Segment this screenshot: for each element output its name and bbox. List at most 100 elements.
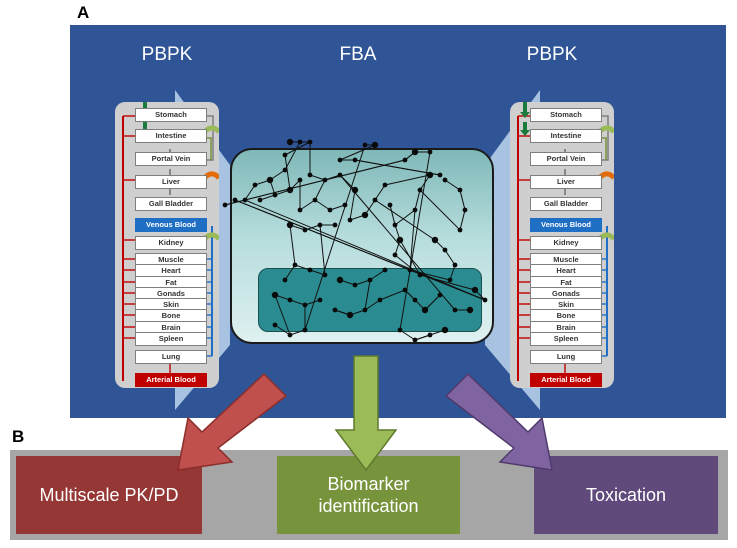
network-node bbox=[352, 157, 358, 163]
network-node bbox=[426, 171, 434, 179]
network-node bbox=[312, 197, 318, 203]
network-edge bbox=[399, 329, 416, 341]
network-node bbox=[302, 327, 308, 333]
network-node bbox=[242, 197, 248, 203]
network-node bbox=[282, 167, 288, 173]
network-edge bbox=[449, 264, 456, 281]
network-node bbox=[392, 252, 398, 258]
organ-spleen-right: Spleen bbox=[530, 332, 602, 346]
network-node bbox=[332, 222, 338, 228]
network-edge bbox=[319, 224, 326, 276]
network-node bbox=[302, 302, 308, 308]
network-node bbox=[322, 177, 328, 183]
network-edge bbox=[364, 279, 371, 311]
network-edge bbox=[444, 179, 461, 191]
organ-venous-blood-right: Venous Blood bbox=[530, 218, 602, 232]
network-node bbox=[287, 297, 293, 303]
network-node bbox=[372, 197, 378, 203]
network-node bbox=[347, 217, 353, 223]
network-node bbox=[286, 221, 294, 229]
network-edge bbox=[284, 141, 301, 171]
network-edge bbox=[354, 279, 371, 286]
network-node bbox=[466, 306, 474, 314]
output-toxication-label: Toxication bbox=[585, 484, 667, 505]
network-node bbox=[427, 149, 433, 155]
output-pkpd-label: Multiscale PK/PD bbox=[39, 484, 179, 505]
network-node bbox=[286, 186, 294, 194]
organ-venous-blood-left: Venous Blood bbox=[135, 218, 207, 232]
network-node bbox=[351, 186, 359, 194]
network-edge bbox=[289, 299, 306, 306]
organ-stomach-right: Stomach bbox=[530, 108, 602, 122]
network-node bbox=[412, 337, 418, 343]
network-edge bbox=[384, 174, 431, 186]
network-edge bbox=[414, 189, 421, 211]
organ-lung-right: Lung bbox=[530, 350, 602, 364]
organ-liver-left: Liver bbox=[135, 175, 207, 189]
network-edge bbox=[399, 151, 431, 331]
network-edge bbox=[284, 141, 311, 156]
organ-intestine-right: Intestine bbox=[530, 129, 602, 143]
network-node bbox=[402, 157, 408, 163]
network-node bbox=[272, 322, 278, 328]
organ-stomach-left: Stomach bbox=[135, 108, 207, 122]
header-pbpk-right: PBPK bbox=[526, 44, 578, 65]
network-node bbox=[307, 172, 313, 178]
organ-gall-bladder-right: Gall Bladder bbox=[530, 197, 602, 211]
network-edge bbox=[349, 189, 356, 221]
network-node bbox=[272, 192, 278, 198]
network-edge bbox=[289, 224, 296, 266]
network-node bbox=[322, 272, 328, 278]
arrow-to-biomarker bbox=[334, 355, 398, 472]
network-node bbox=[407, 267, 413, 273]
organ-liver-right: Liver bbox=[530, 175, 602, 189]
network-edge bbox=[374, 184, 386, 201]
network-node bbox=[327, 207, 333, 213]
network-node bbox=[482, 297, 488, 303]
network-node bbox=[431, 236, 439, 244]
network-edge bbox=[224, 159, 406, 206]
network-edge bbox=[309, 174, 326, 181]
network-edge bbox=[274, 324, 291, 336]
pbpk-model-left: Stomach Intestine Portal Vein Liver Gall… bbox=[115, 102, 219, 388]
network-node bbox=[271, 291, 279, 299]
network-edge bbox=[289, 329, 306, 336]
output-biomarker-line2: identification bbox=[318, 496, 419, 516]
network-edge bbox=[284, 264, 296, 281]
output-biomarker-line1: Biomarker bbox=[327, 473, 410, 494]
network-node bbox=[361, 211, 369, 219]
network-node bbox=[371, 141, 379, 149]
network-node bbox=[427, 332, 433, 338]
network-edge bbox=[364, 299, 381, 311]
network-edge bbox=[459, 189, 466, 211]
network-node bbox=[382, 182, 388, 188]
network-node bbox=[457, 227, 463, 233]
organ-spleen-left: Spleen bbox=[135, 332, 207, 346]
network-node bbox=[302, 227, 308, 233]
arrow-to-toxication bbox=[444, 372, 553, 471]
network-edge bbox=[244, 199, 486, 301]
network-edge bbox=[394, 209, 416, 226]
network-node bbox=[417, 272, 423, 278]
network-node bbox=[382, 267, 388, 273]
organ-intestine-left: Intestine bbox=[135, 129, 207, 143]
network-node bbox=[337, 172, 343, 178]
network-node bbox=[266, 176, 274, 184]
panel-a-label: A bbox=[77, 3, 90, 22]
network-node bbox=[377, 297, 383, 303]
network-edge bbox=[329, 204, 346, 211]
organ-portal-vein-left: Portal Vein bbox=[135, 152, 207, 166]
pbpk-model-right: Stomach Intestine Portal Vein Liver Gall… bbox=[510, 102, 614, 388]
network-node bbox=[232, 197, 238, 203]
organ-arterial-blood-right: Arterial Blood bbox=[530, 373, 602, 387]
network-edge bbox=[309, 269, 326, 276]
network-edge bbox=[314, 199, 331, 211]
network-edge bbox=[304, 299, 321, 306]
network-node bbox=[342, 202, 348, 208]
network-node bbox=[282, 152, 288, 158]
network-node bbox=[317, 297, 323, 303]
network-edge bbox=[274, 294, 291, 336]
network-node bbox=[417, 187, 423, 193]
network-node bbox=[392, 222, 398, 228]
